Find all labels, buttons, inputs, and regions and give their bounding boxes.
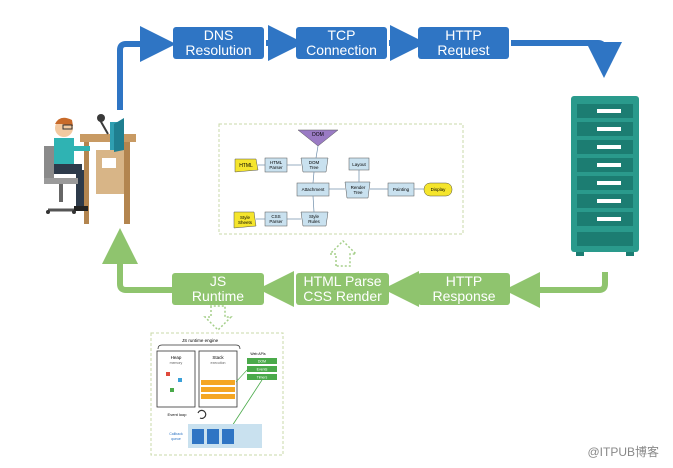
- arrow-server-to-response: [504, 272, 608, 308]
- http-resp-line2: Response: [432, 288, 496, 304]
- rd-style-sheets-1: Style: [240, 215, 251, 220]
- dns-line1: DNS: [203, 27, 234, 43]
- rd-dom-tree-1: DOM: [309, 160, 320, 165]
- rd-painting: Painting: [393, 187, 410, 192]
- js-stack-label: Stack: [212, 355, 224, 360]
- rd-style-rules-1: Style: [309, 214, 320, 219]
- server-rack-illustration: [571, 96, 639, 256]
- js-runtime-box: JS Runtime: [172, 273, 264, 305]
- rd-css-parser-1: CSS: [271, 214, 280, 219]
- dashed-up-arrow: [328, 239, 358, 267]
- arrow-http-to-server: [511, 40, 622, 78]
- dns-line2: Resolution: [185, 42, 252, 58]
- arrow-user-to-dns: [117, 26, 176, 110]
- rd-html: HTML: [239, 163, 253, 169]
- user-at-computer-illustration: [44, 114, 136, 224]
- rd-html-parser-2: Parser: [269, 165, 283, 170]
- http-resp-line1: HTTP: [445, 273, 483, 289]
- js-web-apis: Web APIs: [250, 352, 266, 356]
- html-parse-css-render-box: HTML Parse CSS Render: [296, 273, 389, 305]
- dns-resolution-box: DNS Resolution: [173, 27, 264, 59]
- tcp-connection-box: TCP Connection: [296, 27, 387, 59]
- rd-dom: DOM: [312, 132, 324, 138]
- tcp-line1: TCP: [327, 27, 356, 43]
- http-req-line2: Request: [437, 42, 490, 58]
- rd-dom-tree-2: Tree: [309, 165, 319, 170]
- rd-style-rules-2: Rules: [308, 219, 320, 224]
- js-runtime-diagram: JS runtime engine Heap memory Stack exec…: [150, 332, 284, 456]
- js-api-events: Events: [257, 368, 268, 372]
- js-callback-queue-1: Callback: [169, 432, 183, 436]
- rd-layout: Layout: [352, 162, 366, 167]
- http-response-box: HTTP Response: [418, 273, 510, 305]
- arrow-js-to-user: [102, 228, 172, 293]
- js-line1: JS: [209, 273, 227, 289]
- tcp-line2: Connection: [306, 42, 377, 58]
- rd-attachment: Attachment: [302, 187, 326, 192]
- js-engine-label: JS runtime engine: [182, 338, 219, 343]
- rd-css-parser-2: Parser: [269, 219, 283, 224]
- http-req-line1: HTTP: [445, 27, 482, 43]
- js-stack-sub: execution: [211, 361, 226, 365]
- rd-style-sheets-2: Sheets: [238, 220, 253, 225]
- parse-line1: HTML Parse: [303, 273, 382, 289]
- js-event-loop-label: Event loop: [168, 412, 188, 417]
- js-heap-label: Heap: [171, 355, 182, 360]
- rd-render-tree-1: Render: [351, 185, 366, 190]
- rd-display: Display: [431, 187, 447, 192]
- rd-html-parser-1: HTML: [270, 160, 283, 165]
- dashed-down-arrow: [203, 305, 233, 332]
- js-api-timers: Timers: [257, 376, 268, 380]
- watermark: @ITPUB博客: [587, 445, 659, 459]
- js-callback-queue-2: queue: [171, 437, 181, 441]
- js-line2: Runtime: [191, 288, 245, 304]
- js-heap-sub: memory: [170, 361, 183, 365]
- render-pipeline-diagram: DOM HTML HTML Parser DOM Tree Layout Att…: [218, 123, 464, 235]
- http-request-box: HTTP Request: [418, 27, 509, 59]
- js-api-dom: DOM: [258, 360, 266, 364]
- parse-line2: CSS Render: [303, 288, 382, 304]
- rd-render-tree-2: Tree: [353, 190, 363, 195]
